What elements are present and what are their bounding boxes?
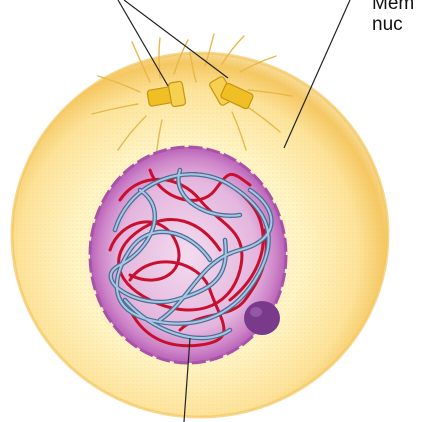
nucleolus-highlight (250, 307, 262, 317)
nuclear-membrane-label-line2: nuc (372, 15, 403, 34)
nuclear-membrane-label-line1: Mem (372, 0, 414, 13)
nucleolus (244, 301, 280, 335)
